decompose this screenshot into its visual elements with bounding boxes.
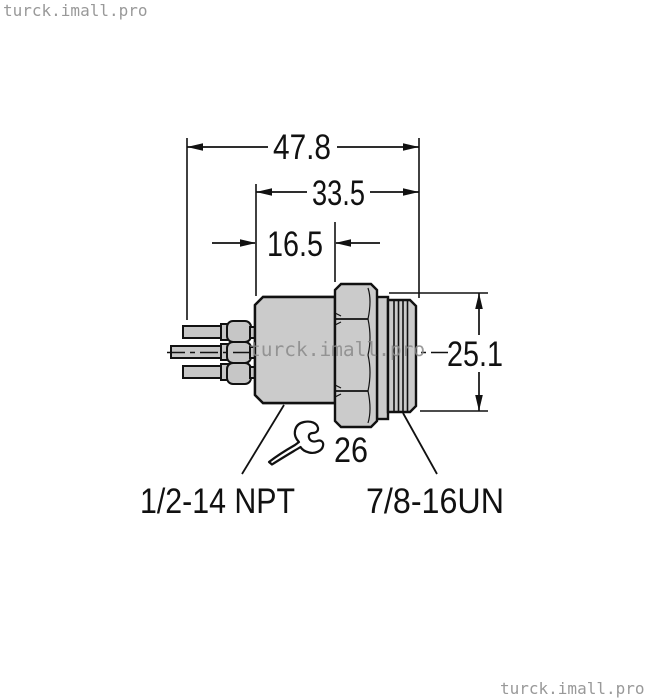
watermark-top-left: turck.imall.pro [3, 1, 148, 20]
dim-value-mount-diameter: 25.1 [447, 335, 503, 374]
dim-value-wrench-size: 26 [334, 431, 368, 470]
crimp-barrel [226, 320, 252, 343]
dim-value-overall-length: 47.8 [273, 128, 331, 167]
label-mount-thread: 7/8-16UN [366, 482, 504, 521]
watermark-bottom-right: turck.imall.pro [500, 679, 645, 698]
crimp-barrel [226, 362, 252, 385]
dim-value-npt-length: 16.5 [267, 225, 323, 264]
dim-mount-diameter: 25.1 [389, 292, 503, 412]
wrench-icon [267, 420, 325, 466]
watermark-center: turck.imall.pro [249, 338, 425, 361]
connector-figure [167, 282, 448, 429]
dim-value-body-length: 33.5 [312, 174, 365, 213]
pin-top [182, 325, 225, 339]
wrench-size-callout: 26 [267, 420, 368, 470]
label-conduit-thread: 1/2-14 NPT [140, 482, 295, 521]
thread-callouts: 1/2-14 NPT 7/8-16UN [140, 404, 504, 521]
dim-overall-length: 47.8 [186, 128, 420, 320]
dim-npt-length: 16.5 [212, 222, 380, 282]
pin-bottom [182, 365, 225, 379]
hex-flange [333, 282, 379, 429]
un-thread-section [386, 298, 418, 414]
dim-body-length: 33.5 [255, 174, 419, 296]
leader-un [402, 412, 438, 475]
leader-npt [241, 404, 285, 475]
